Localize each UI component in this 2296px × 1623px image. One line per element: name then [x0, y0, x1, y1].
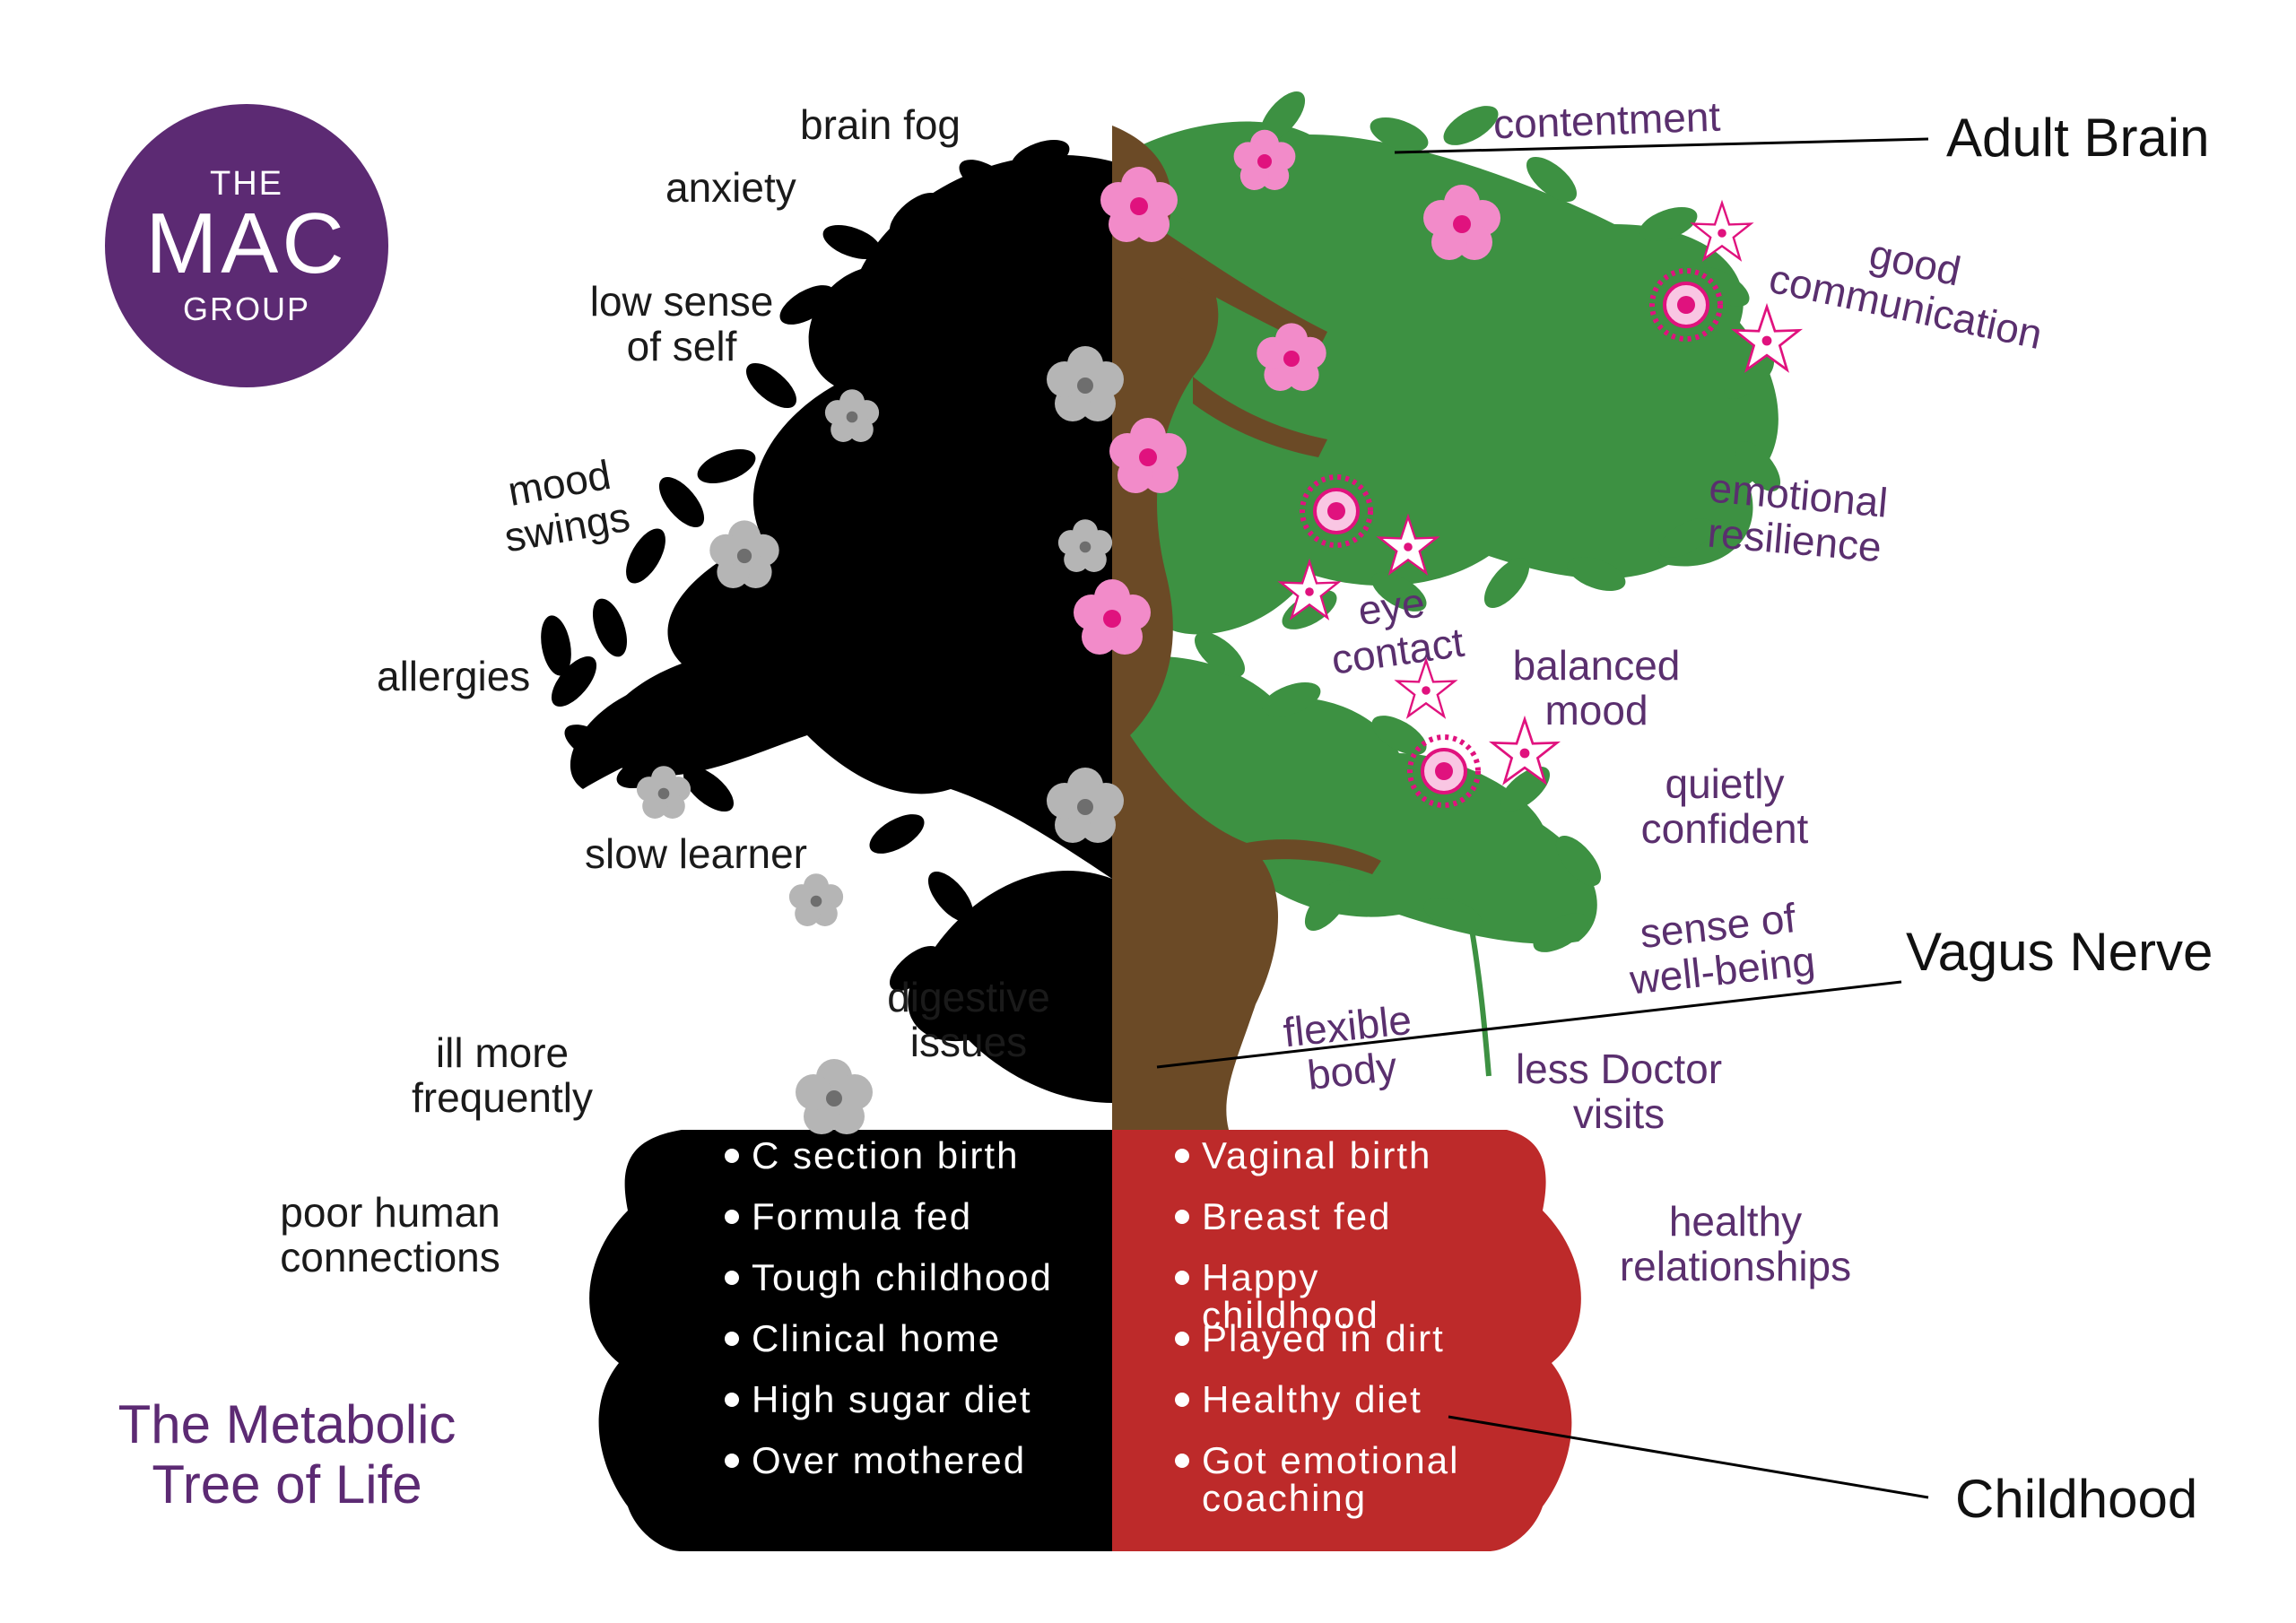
label-balanced-mood-line2: mood	[1544, 686, 1648, 733]
pot-right-item-text: Got emotional coaching	[1202, 1439, 1460, 1519]
label-emotional-resilience: emotional resilience	[1690, 464, 1903, 571]
pot-right-item-text: Healthy diet	[1202, 1378, 1422, 1420]
pot-left-item-text: Tough childhood	[752, 1256, 1053, 1298]
label-brain-fog: brain fog	[800, 101, 961, 148]
diagram-title-line1: The Metabolic	[117, 1394, 457, 1454]
pot-left-item: Formula fed	[725, 1198, 1101, 1259]
label-poor-human-connections-line2: connections	[280, 1233, 500, 1280]
logo-group-text: GROUP	[182, 291, 310, 327]
pot-right-item: Played in dirt	[1175, 1320, 1498, 1381]
tree-trunk	[1112, 126, 1381, 1130]
pot-left-item: Tough childhood	[725, 1259, 1101, 1320]
adult-brain-line	[1394, 137, 1929, 154]
bullet-dot	[1175, 1271, 1189, 1285]
pot-left-item-text: C section birth	[752, 1134, 1020, 1176]
pot-left-item: Clinical home	[725, 1320, 1101, 1381]
pot-right-item: Healthy diet	[1175, 1381, 1498, 1442]
label-quietly-confident-line2: confident	[1640, 804, 1809, 852]
pot-left-item-text: Formula fed	[752, 1195, 973, 1237]
label-ill-more-frequently: ill more frequently	[399, 1029, 605, 1121]
label-allergies: allergies	[377, 653, 531, 699]
pot-left-item-text: High sugar diet	[752, 1378, 1032, 1420]
logo-the-text: THE	[210, 165, 283, 203]
diagram-title: The Metabolic Tree of Life	[90, 1394, 484, 1515]
label-poor-human-connections: poor human connections	[269, 1189, 511, 1280]
bullet-dot	[1175, 1332, 1189, 1346]
diagram-title-line2: Tree of Life	[152, 1454, 422, 1515]
label-healthy-relationships: healthy relationships	[1619, 1198, 1852, 1289]
label-digestive-issues-line1: digestive	[887, 974, 1050, 1020]
label-less-doctor-visits: less Doctor visits	[1511, 1046, 1726, 1137]
label-healthy-relationships-line1: healthy	[1668, 1198, 1803, 1245]
pot-right-list: Vaginal birth Breast fed Happy childhood…	[1175, 1137, 1498, 1523]
pot-right-item: Vaginal birth	[1175, 1137, 1498, 1198]
label-healthy-relationships-line2: relationships	[1619, 1242, 1852, 1289]
pot-left-list: C section birth Formula fed Tough childh…	[725, 1137, 1101, 1503]
label-contentment: contentment	[1492, 92, 1721, 148]
pot-right-item: Got emotional coaching	[1175, 1442, 1498, 1523]
bullet-dot	[725, 1271, 739, 1285]
vagus-nerve-line	[1156, 980, 1902, 1069]
bullet-dot	[1175, 1210, 1189, 1224]
label-vagus-nerve: Vagus Nerve	[1906, 922, 2213, 982]
pot-left-item: High sugar diet	[725, 1381, 1101, 1442]
label-less-doctor-visits-line2: visits	[1572, 1089, 1665, 1137]
pot-right-item-text: Happy childhood	[1202, 1256, 1379, 1336]
pot-left-item-text: Over mothered	[752, 1439, 1027, 1481]
label-low-sense-of-self-line1: low sense	[589, 278, 774, 325]
bullet-dot	[1175, 1454, 1189, 1468]
pot	[589, 1130, 1581, 1551]
pot-left-item: C section birth	[725, 1137, 1101, 1198]
label-quietly-confident: quietly confident	[1631, 760, 1819, 852]
label-adult-brain: Adult Brain	[1946, 108, 2210, 168]
pot-left-item: Over mothered	[725, 1442, 1101, 1503]
bullet-dot	[725, 1454, 739, 1468]
bullet-dot	[725, 1210, 739, 1224]
pot-right-item-text: Vaginal birth	[1202, 1134, 1432, 1176]
label-digestive-issues: digestive issues	[870, 974, 1067, 1065]
label-poor-human-connections-line1: poor human	[280, 1189, 500, 1236]
label-less-doctor-visits-line1: less Doctor	[1515, 1046, 1723, 1092]
pot-right-item-text: Breast fed	[1202, 1195, 1392, 1237]
label-balanced-mood-line1: balanced	[1512, 642, 1681, 689]
pot-right-item: Breast fed	[1175, 1198, 1498, 1259]
mac-group-logo: THE MAC GROUP	[105, 104, 388, 387]
label-low-sense-of-self: low sense of self	[578, 278, 785, 369]
label-quietly-confident-line1: quietly	[1665, 760, 1785, 807]
bullet-dot	[725, 1332, 739, 1346]
bullet-dot	[1175, 1149, 1189, 1163]
label-digestive-issues-line2: issues	[909, 1018, 1028, 1065]
label-ill-more-frequently-line1: ill more	[435, 1029, 570, 1076]
bullet-dot	[1175, 1393, 1189, 1407]
label-ill-more-frequently-line2: frequently	[411, 1073, 593, 1121]
label-childhood: Childhood	[1955, 1469, 2198, 1529]
label-anxiety: anxiety	[665, 164, 796, 211]
black-canopy	[536, 133, 1112, 1103]
callout-lines	[1156, 137, 1929, 1499]
label-flexible-body: flexible body	[1269, 996, 1430, 1101]
label-slow-learner: slow learner	[585, 830, 807, 877]
label-low-sense-of-self-line2: of self	[626, 322, 737, 369]
childhood-line	[1448, 1415, 1929, 1499]
bullet-dot	[725, 1149, 739, 1163]
pot-right-item-text: Played in dirt	[1202, 1317, 1445, 1359]
pot-left-item-text: Clinical home	[752, 1317, 1002, 1359]
logo-mac-text: MAC	[145, 195, 348, 291]
pot-right-item: Happy childhood	[1175, 1259, 1498, 1334]
bullet-dot	[725, 1393, 739, 1407]
label-balanced-mood: balanced mood	[1502, 642, 1691, 733]
